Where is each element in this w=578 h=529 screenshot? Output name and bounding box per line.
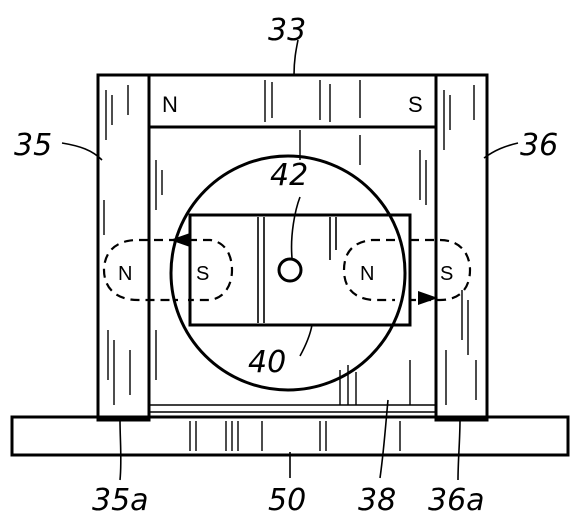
rotor-magnet <box>188 213 412 327</box>
label-35a: 35a <box>92 483 149 518</box>
leader-36 <box>483 142 519 159</box>
pole-right-north: N <box>360 263 374 285</box>
pivot <box>277 257 303 283</box>
ring <box>169 154 407 392</box>
left-arrow <box>170 233 190 247</box>
pole-left-north: N <box>118 263 132 285</box>
left-pole-piece <box>96 73 151 422</box>
label-38: 38 <box>358 483 396 518</box>
leader-40 <box>299 324 313 357</box>
label-42: 42 <box>270 158 308 193</box>
leader-35 <box>61 142 103 161</box>
leader-35a <box>119 419 122 481</box>
leader-36a <box>457 419 461 481</box>
pole-top-north: N <box>162 92 178 117</box>
leader-33 <box>293 39 299 76</box>
left-field-dashed <box>102 238 178 302</box>
label-33: 33 <box>268 13 306 48</box>
right-pole-hatching <box>443 85 477 405</box>
pivot-leader <box>290 196 301 259</box>
right-field-dashed <box>410 238 472 302</box>
right-field-dashed-left <box>342 238 395 302</box>
pole-left-south: S <box>196 263 209 285</box>
right-pole-piece <box>434 73 489 422</box>
label-35: 35 <box>14 128 52 163</box>
top-magnet-hatching <box>264 80 361 122</box>
label-40: 40 <box>248 345 286 380</box>
base-plate <box>10 415 570 457</box>
pole-top-south: S <box>408 92 423 117</box>
top-magnet <box>147 73 438 129</box>
label-36a: 36a <box>428 483 485 518</box>
left-field-dashed-right <box>188 238 234 302</box>
label-36: 36 <box>520 128 558 163</box>
left-pole-hatching <box>103 85 131 405</box>
leader-38 <box>379 399 389 479</box>
pole-right-south: S <box>440 263 453 285</box>
housing-hatching <box>155 130 427 405</box>
right-arrow <box>418 291 438 305</box>
base-hatching <box>189 421 401 451</box>
label-50: 50 <box>268 483 306 518</box>
